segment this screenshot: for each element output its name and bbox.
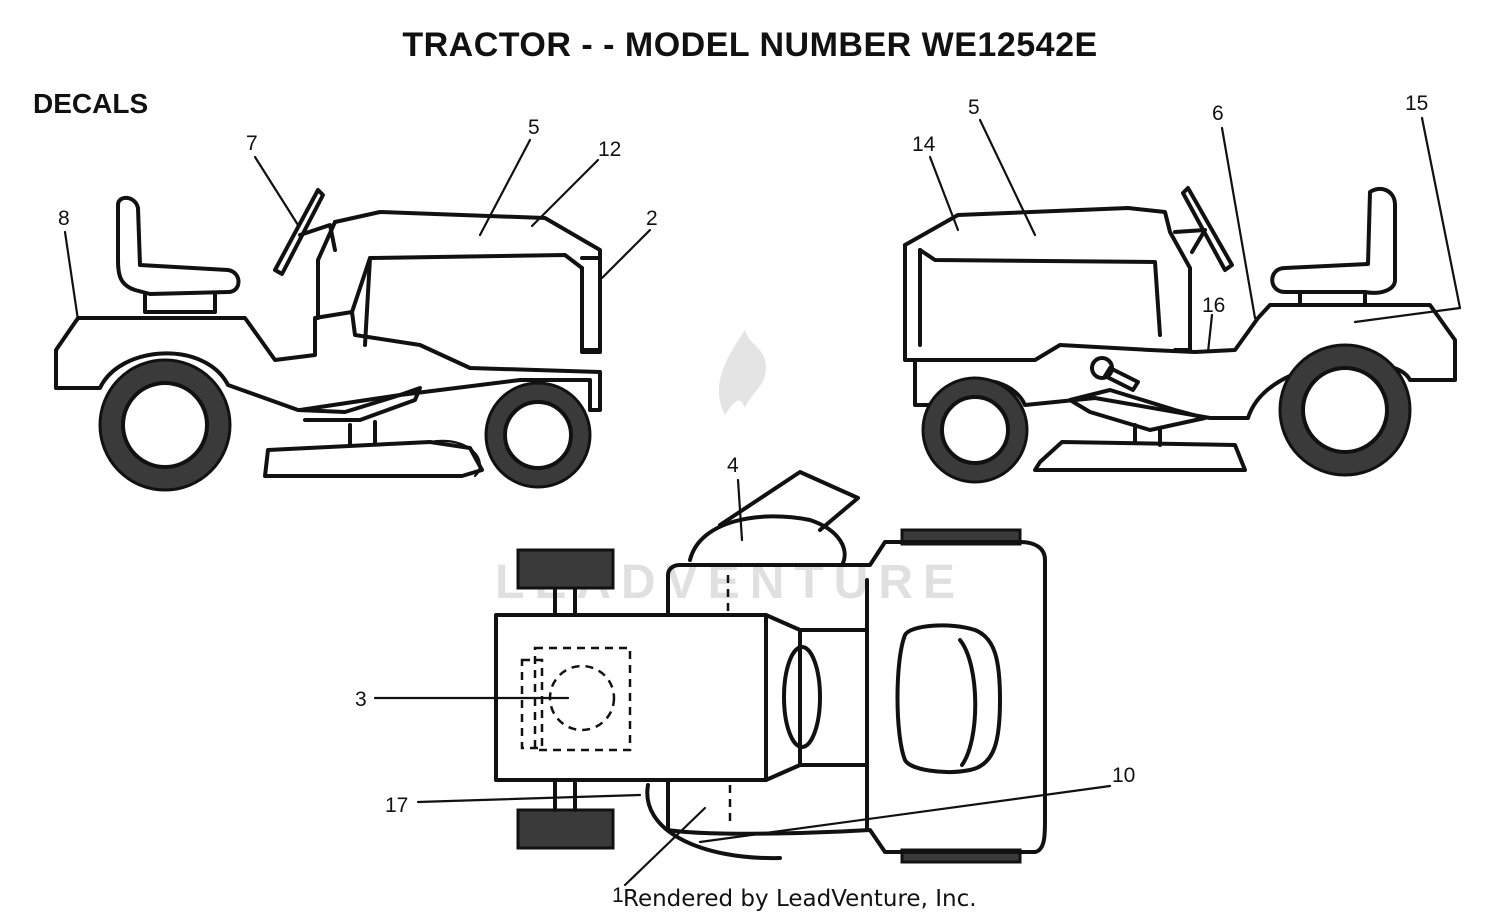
left-hood: [333, 210, 602, 354]
callout-2: 2: [646, 207, 658, 230]
callout-14: 14: [912, 133, 936, 156]
top-discharge-chute: [718, 470, 860, 532]
right-seat-base: [1298, 290, 1367, 307]
leader-15-b: [1353, 306, 1462, 324]
render-credit: Rendered by LeadVenture, Inc.: [623, 886, 977, 912]
right-steering-column: [1173, 228, 1207, 254]
leader-12: [530, 158, 600, 228]
right-deck-links: [1133, 423, 1162, 447]
callout-1: 1: [612, 884, 624, 907]
callout-6: 6: [1212, 102, 1224, 125]
top-engine-outline-left: [520, 658, 544, 750]
left-deck-chute: [428, 439, 482, 478]
left-steering-column: [298, 223, 337, 252]
leader-10: [698, 784, 1112, 844]
callout-17: 17: [385, 794, 408, 817]
right-fuel-lever: [1103, 366, 1140, 392]
right-hood-line: [918, 248, 1162, 337]
leader-6: [1220, 126, 1257, 320]
right-side-view: 14 5 6 15 16: [903, 92, 1462, 484]
callout-7: 7: [246, 132, 258, 155]
top-deck-upper: [688, 514, 847, 567]
leader-17: [416, 793, 642, 804]
callout-15: 15: [1405, 92, 1428, 115]
callout-3: 3: [355, 688, 367, 711]
top-view: 4 3 17 10 1: [355, 454, 1135, 907]
callout-10: 10: [1112, 764, 1135, 787]
right-steering-wheel: [1181, 186, 1234, 272]
right-hood: [903, 206, 1192, 352]
right-fuel-cap: [1090, 356, 1114, 380]
callout-5-right: 5: [968, 96, 980, 119]
left-hood-line: [363, 256, 372, 347]
left-grille: [580, 256, 602, 352]
callout-4: 4: [727, 454, 739, 477]
left-deck-links: [348, 420, 377, 447]
right-rear-hub: [1301, 366, 1389, 454]
callout-12: 12: [598, 138, 621, 161]
page-title: TRACTOR - - MODEL NUMBER WE12542E: [402, 26, 1098, 64]
callout-16: 16: [1202, 294, 1225, 317]
left-rear-hub: [121, 381, 209, 469]
leader-5-left: [478, 138, 532, 237]
left-steering-wheel: [273, 188, 325, 276]
top-seat: [895, 623, 1002, 774]
right-footrest: [1068, 388, 1207, 432]
left-front-hub: [503, 400, 573, 470]
top-rear-body: [666, 540, 1047, 854]
leader-15: [1420, 116, 1462, 310]
leader-2: [600, 228, 652, 280]
top-front-tire-upper: [516, 548, 615, 590]
left-fender-body: [54, 310, 602, 414]
top-hood-cowl: [764, 613, 802, 782]
left-footrest: [298, 386, 422, 422]
leader-4: [736, 478, 744, 542]
top-steering-wheel: [782, 645, 822, 749]
top-deck-lower: [645, 783, 782, 861]
left-mower-deck: [263, 440, 484, 478]
leader-14: [928, 155, 960, 232]
flame-logo-icon: [718, 330, 766, 415]
leader-5-right: [978, 118, 1037, 237]
callout-5-left: 5: [528, 116, 540, 139]
left-seat-base: [143, 292, 217, 314]
leader-7: [253, 155, 300, 227]
leader-8: [63, 230, 80, 322]
leader-16: [1206, 313, 1214, 354]
leader-1: [623, 806, 707, 887]
right-seat: [1270, 186, 1397, 295]
section-label: DECALS: [33, 88, 149, 119]
left-seat: [116, 195, 241, 296]
callout-8: 8: [58, 207, 70, 230]
right-mower-deck: [1033, 440, 1247, 472]
top-seat-back: [958, 638, 978, 767]
right-front-hub: [940, 395, 1010, 465]
left-side-view: 8 7 5 12 2: [54, 116, 658, 492]
left-dash: [316, 220, 337, 320]
top-front-tire-lower: [516, 808, 615, 850]
